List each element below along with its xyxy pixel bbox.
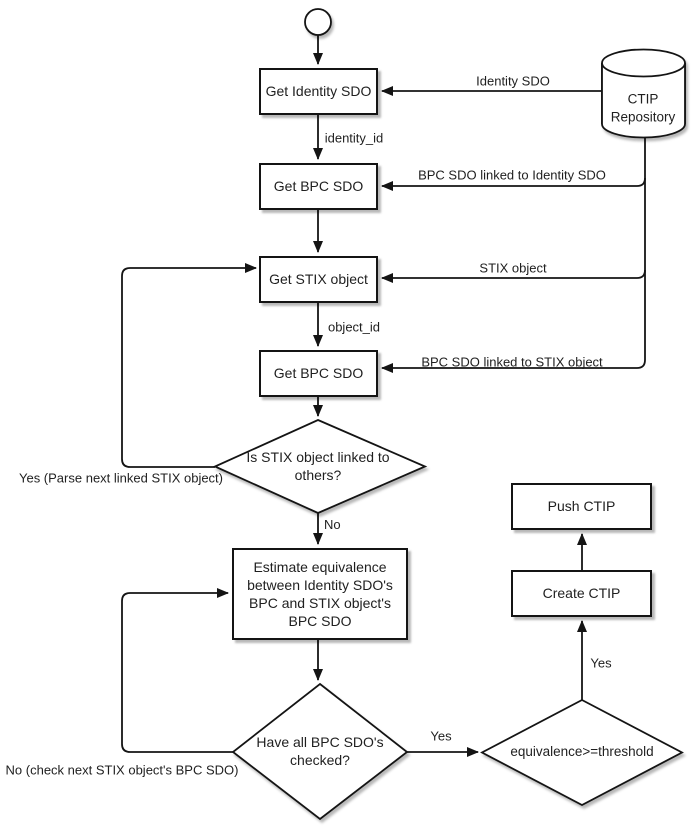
- edge-decision1-yes-loop-to-get-stix: [121, 263, 257, 468]
- edge-repository-branch-bpc-linked-identity: [381, 177, 646, 191]
- edge-label-yes-threshold: Yes: [590, 655, 612, 671]
- decision-equivalence-threshold-label: equivalence>=threshold: [510, 744, 654, 760]
- edge-label-stix-object: STIX object: [479, 260, 547, 276]
- ctip-repository-cylinder: [601, 48, 686, 139]
- decision-have-all-bpc-checked-label: Have all BPC SDO's checked?: [256, 733, 384, 768]
- node-get-bpc-sdo-stix: Get BPC SDO: [259, 350, 378, 397]
- edge-label-yes-all-checked: Yes: [430, 728, 452, 744]
- edge-label-identity-id: identity_id: [324, 130, 384, 146]
- start-node: [304, 8, 332, 36]
- decision-have-all-bpc-checked: [231, 682, 409, 821]
- node-get-stix-object: Get STIX object: [259, 256, 378, 303]
- ctip-repository-label: CTIP Repository: [610, 91, 676, 124]
- edge-label-object-id: object_id: [327, 319, 381, 335]
- decision-equivalence-threshold: [480, 698, 684, 807]
- node-create-ctip: Create CTIP: [511, 570, 652, 617]
- node-push-ctip: Push CTIP: [511, 483, 652, 530]
- edge-label-identity-sdo: Identity SDO: [476, 73, 550, 89]
- node-get-bpc-sdo-identity: Get BPC SDO: [259, 163, 378, 210]
- edge-decision2-no-loop-to-estimate: [121, 588, 233, 753]
- decision-is-stix-linked: [212, 419, 428, 514]
- edge-label-bpc-sdo-linked-identity: BPC SDO linked to Identity SDO: [418, 167, 606, 183]
- edge-label-no-check-next: No (check next STIX object's BPC SDO): [5, 762, 239, 778]
- edge-repository-branch-bpc-linked-stix: [381, 136, 646, 373]
- edge-label-bpc-sdo-linked-stix: BPC SDO linked to STIX object: [421, 354, 603, 370]
- decision-is-stix-linked-label: Is STIX object linked to others?: [246, 448, 390, 483]
- node-get-identity-sdo: Get Identity SDO: [259, 68, 378, 115]
- edge-label-yes-parse-next: Yes (Parse next linked STIX object): [18, 470, 224, 486]
- edge-label-no-not-linked: No: [324, 517, 341, 532]
- node-estimate-equivalence: Estimate equivalence between Identity SD…: [232, 548, 408, 640]
- edge-repository-branch-stix-object: [381, 269, 646, 283]
